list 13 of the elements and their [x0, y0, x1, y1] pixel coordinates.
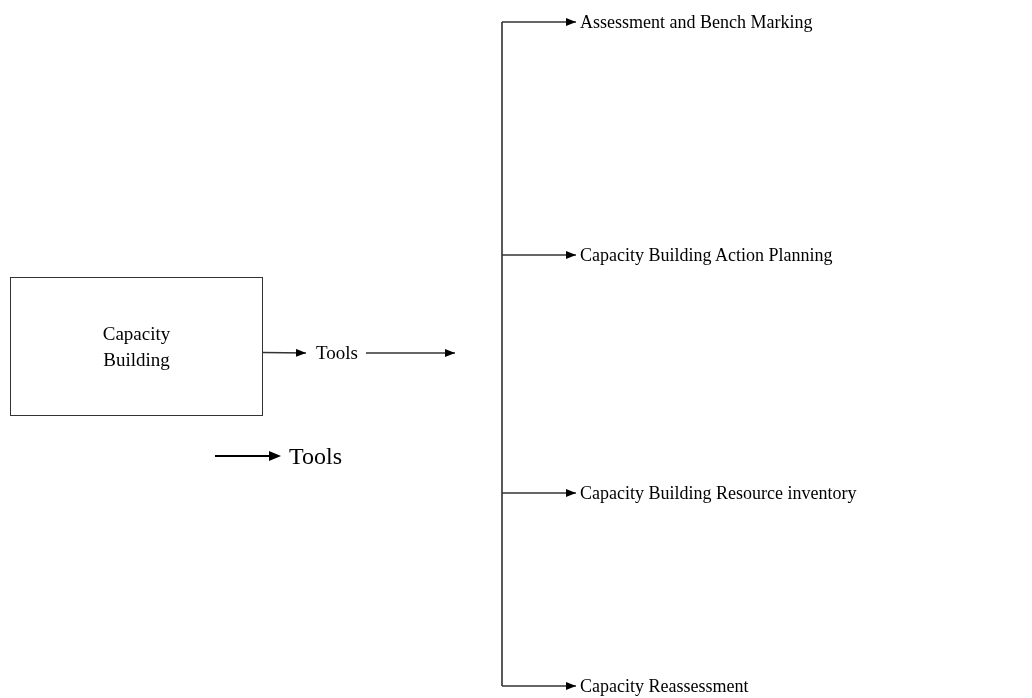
- arrow: [501, 251, 577, 259]
- arrow: [501, 489, 577, 497]
- arrow: [501, 682, 577, 690]
- node-label: Capacity Reassessment: [580, 674, 800, 698]
- node-label: Assessment and Bench Marking: [580, 10, 880, 34]
- node-label: Capacity Building Action Planning: [580, 243, 910, 267]
- node-label: Tools: [308, 340, 366, 366]
- arrow: [365, 349, 456, 357]
- arrow: [501, 18, 577, 26]
- legend-text: Tools: [289, 442, 342, 471]
- process-box: Capacity Building: [10, 277, 263, 416]
- node-label: Capacity Building Resource inventory: [580, 481, 930, 505]
- arrow: [262, 348, 307, 357]
